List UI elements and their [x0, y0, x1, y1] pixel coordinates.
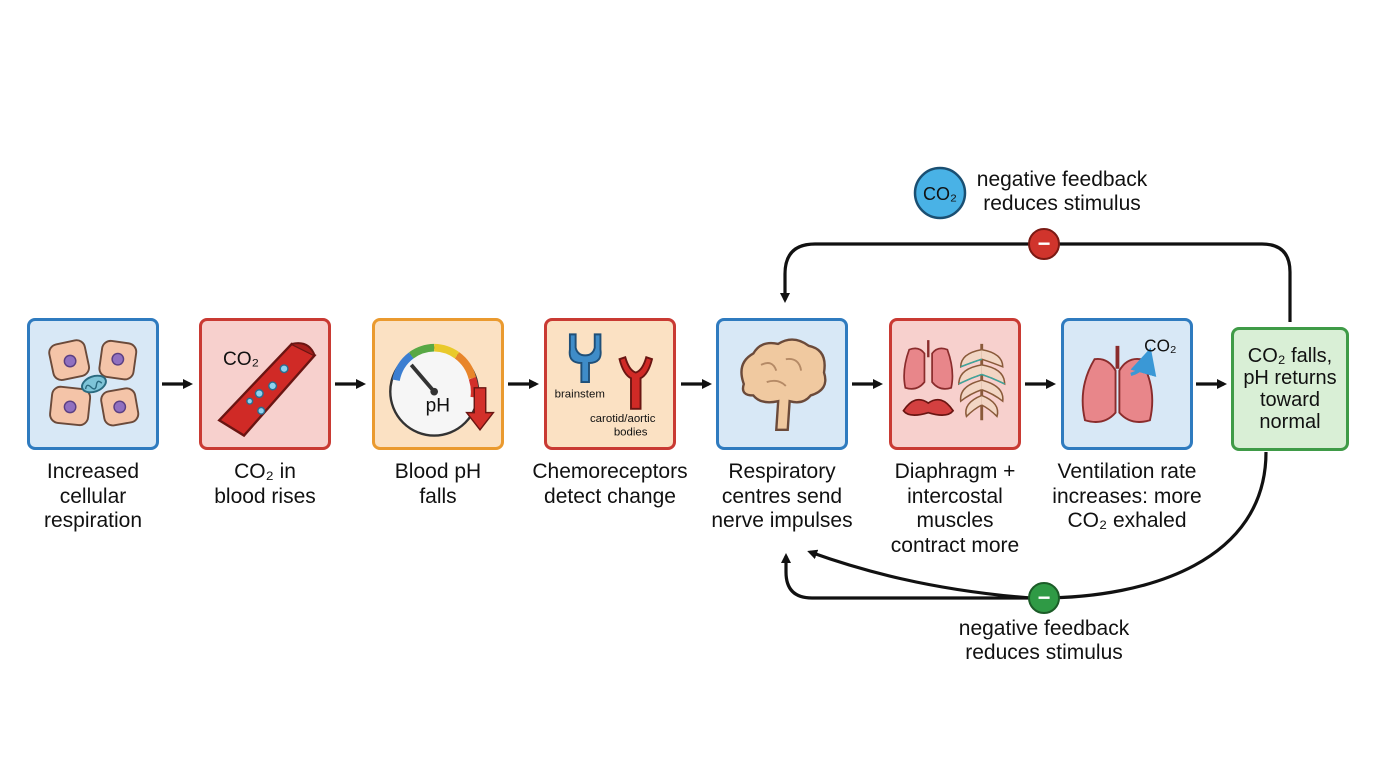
- carotid-artery-icon: [618, 356, 654, 410]
- feedback-bottom-line-2: reduces stimulus: [965, 641, 1123, 664]
- co2-bubble-icon: CO₂: [913, 166, 967, 220]
- caption-line: centres send: [721, 484, 843, 508]
- minus-badge-top: −: [1028, 228, 1060, 260]
- step-5-caption: Respiratory centres send nerve impulses: [697, 460, 867, 534]
- step-7-caption: Ventilation rate increases: more CO₂ exh…: [1042, 460, 1212, 534]
- caption-line: blood rises: [214, 484, 316, 508]
- ribcage-icon: [958, 343, 1006, 421]
- svg-text:−: −: [1038, 585, 1051, 610]
- caption-line: CO₂ in: [234, 460, 296, 483]
- small-lungs-icon: [903, 340, 954, 390]
- caption-line: Respiratory: [728, 460, 836, 483]
- feedback-top-label: negative feedback reduces stimulus: [947, 168, 1177, 216]
- down-arrow-icon: [465, 387, 495, 431]
- step-6-caption: Diaphragm + intercostal muscles contract…: [870, 460, 1040, 558]
- step-2-caption: CO₂ in blood rises: [180, 460, 350, 509]
- svg-text:CO₂: CO₂: [223, 349, 259, 370]
- caption-line: intercostal: [907, 484, 1003, 508]
- lungs-exhale-icon: CO₂: [1081, 336, 1177, 423]
- step-1-caption: Increased cellular respiration: [8, 460, 178, 534]
- step-7-box: CO₂: [1061, 318, 1193, 450]
- caption-line: Ventilation rate: [1057, 460, 1197, 483]
- svg-text:brainstem: brainstem: [555, 388, 605, 400]
- step-2-box: CO₂: [199, 318, 331, 450]
- caption-line: nerve impulses: [711, 509, 853, 532]
- lungs-ribcage-icon: [902, 340, 1006, 421]
- bottom-feedback-loop: [781, 451, 1268, 600]
- step-6-box: [889, 318, 1021, 450]
- caption-line: contract more: [890, 533, 1020, 557]
- feedback-bottom-label: negative feedback reduces stimulus: [929, 617, 1159, 665]
- final-step-box: CO₂ falls, pH returns toward normal: [1231, 327, 1349, 451]
- final-line-1: CO₂ falls,: [1247, 345, 1333, 367]
- brainstem-icon: [568, 333, 602, 384]
- final-line-4: normal: [1259, 411, 1321, 433]
- svg-text:carotid/aortic: carotid/aortic: [590, 413, 656, 425]
- step-4-caption: Chemoreceptors detect change: [525, 460, 695, 509]
- feedback-bottom-line-1: negative feedback: [958, 617, 1130, 640]
- caption-line: falls: [419, 484, 457, 508]
- step-1-box: [27, 318, 159, 450]
- cells-icon: [48, 339, 140, 427]
- feedback-top-line-2: reduces stimulus: [983, 192, 1141, 215]
- caption-line: increases: more: [1052, 484, 1202, 508]
- blood-vessel-icon: CO₂: [217, 342, 317, 438]
- diaphragm-icon: [902, 398, 955, 416]
- svg-text:−: −: [1038, 231, 1051, 256]
- caption-line: muscles: [916, 509, 994, 532]
- mitochondrion-icon: [81, 374, 107, 394]
- chemoreceptors-icon: brainstem carotid/aortic bodies: [555, 333, 656, 439]
- caption-line: Blood pH: [394, 460, 482, 483]
- caption-line: cellular: [59, 484, 127, 508]
- caption-line: CO₂ exhaled: [1067, 509, 1187, 532]
- svg-text:bodies: bodies: [614, 427, 648, 439]
- svg-text:CO₂: CO₂: [1144, 336, 1176, 356]
- caption-line: detect change: [544, 484, 676, 508]
- step-3-box: pH: [372, 318, 504, 450]
- svg-text:pH: pH: [426, 396, 450, 417]
- exhale-arrow-icon: [1130, 347, 1157, 378]
- step-3-caption: Blood pH falls: [353, 460, 523, 509]
- step-5-box: [716, 318, 848, 450]
- minus-badge-bottom: −: [1028, 582, 1060, 614]
- caption-line: Increased: [46, 460, 140, 483]
- feedback-top-line-1: negative feedback: [976, 168, 1148, 191]
- caption-line: respiration: [43, 509, 143, 532]
- svg-text:CO₂: CO₂: [923, 184, 957, 204]
- ph-gauge-icon: pH: [389, 343, 495, 437]
- caption-line: Diaphragm +: [894, 460, 1016, 483]
- caption-line: Chemoreceptors: [532, 460, 688, 483]
- final-line-2: pH returns: [1243, 367, 1337, 389]
- final-line-3: toward: [1259, 389, 1321, 411]
- brain-icon: [740, 338, 827, 432]
- step-4-box: brainstem carotid/aortic bodies: [544, 318, 676, 450]
- bottom-feedback-branch: [807, 549, 1031, 600]
